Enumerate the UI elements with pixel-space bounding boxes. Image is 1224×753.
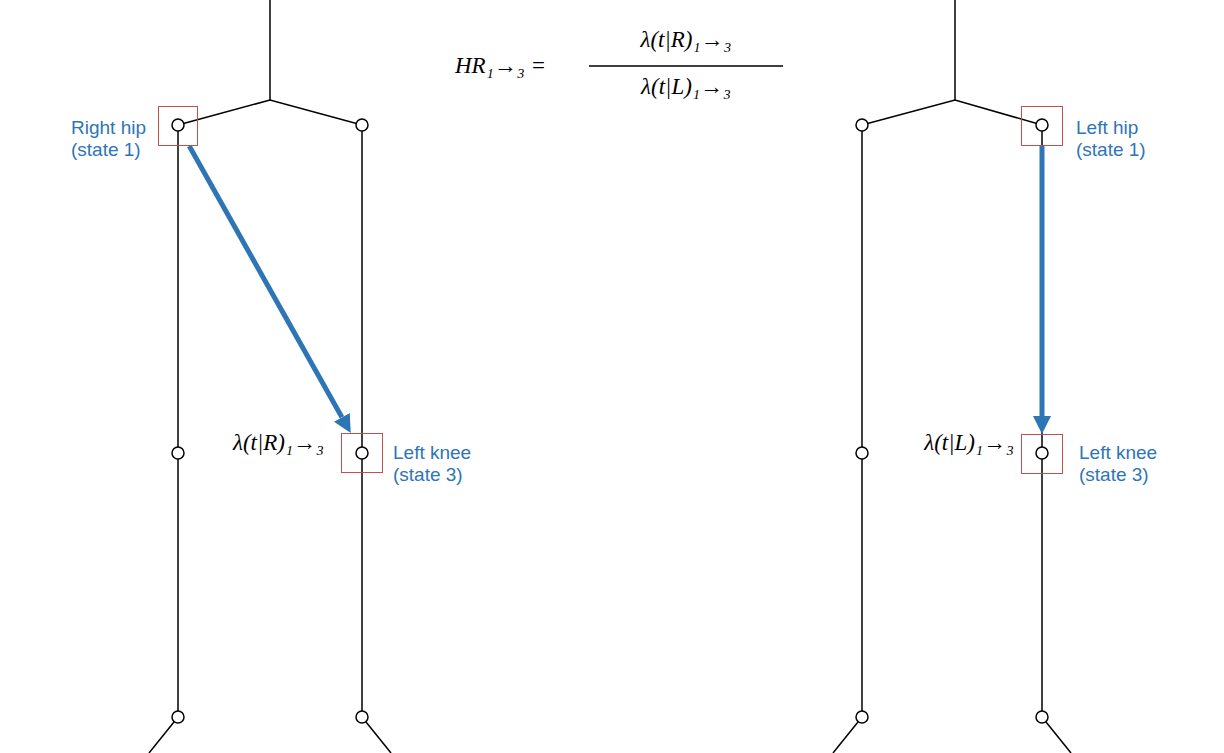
state-box: Right hip (state 1)	[158, 106, 198, 146]
leg-line	[361, 125, 363, 717]
joint-circle	[1036, 447, 1048, 459]
state-box: Left knee (state 3)	[341, 433, 383, 473]
joint-circle	[172, 447, 184, 459]
foot-line	[362, 717, 391, 753]
state-label: Right hip (state 1)	[71, 117, 155, 161]
joint-circle	[172, 119, 184, 131]
joint-circle	[1036, 119, 1048, 131]
left-figure	[149, 0, 391, 753]
transition-arrow	[1040, 146, 1045, 416]
foot-line	[149, 717, 178, 753]
joint-circle	[172, 711, 184, 723]
joint-circle	[356, 119, 368, 131]
joint-circle	[856, 119, 868, 131]
foot-line	[833, 717, 862, 753]
state-box: Left hip (state 1)	[1021, 106, 1063, 146]
pelvis-line	[178, 100, 362, 125]
joint-circle	[856, 447, 868, 459]
state-box: Left knee (state 3)	[1021, 434, 1063, 474]
state-label: Left hip (state 1)	[1076, 117, 1160, 161]
joint-circle	[856, 711, 868, 723]
pelvis-line	[862, 100, 1042, 125]
right-figure-joints	[856, 119, 1048, 723]
joint-circle	[1036, 711, 1048, 723]
formula-text: HR₁→₃ =	[455, 53, 546, 79]
joint-circle	[356, 711, 368, 723]
left-figure-joints	[172, 119, 368, 723]
foot-line	[1042, 717, 1071, 753]
formula-text: λ(t|L)₁→₃	[641, 74, 731, 100]
state-label: Left knee (state 3)	[393, 442, 477, 486]
leg-line	[861, 125, 863, 717]
right-figure	[833, 0, 1071, 753]
transition-arrow	[189, 146, 342, 417]
leg-line	[1041, 125, 1043, 717]
fraction-bar	[589, 65, 783, 66]
joint-circle	[356, 447, 368, 459]
state-label: Left knee (state 3)	[1079, 442, 1163, 486]
hazard-label: λ(t|L)₁→₃	[922, 430, 1016, 456]
leg-line	[177, 125, 179, 717]
spine-line	[954, 0, 956, 100]
hazard-label: λ(t|R)₁→₃	[231, 430, 326, 456]
formula-text: λ(t|R)₁→₃	[640, 27, 731, 53]
spine-line	[269, 0, 271, 100]
